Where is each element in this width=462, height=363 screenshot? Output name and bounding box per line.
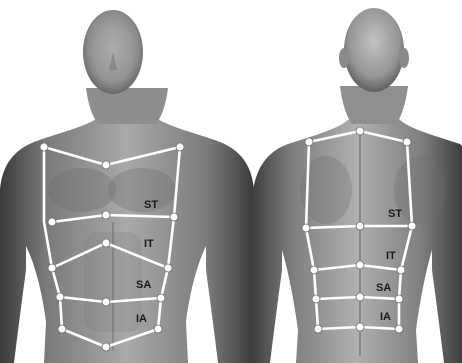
back-zone-label-ia: IA <box>380 311 391 323</box>
front-marker <box>102 211 110 219</box>
back-marker <box>314 325 322 333</box>
back-marker <box>408 222 416 230</box>
back-zone-label-sa: SA <box>376 282 391 294</box>
back-ear-left <box>339 48 349 68</box>
front-marker <box>48 218 56 226</box>
back-zone-label-st: ST <box>388 208 402 220</box>
front-marker <box>102 343 110 351</box>
front-marker <box>56 293 64 301</box>
front-marker <box>170 213 178 221</box>
back-ear-right <box>399 48 409 68</box>
front-marker <box>40 143 48 151</box>
front-marker <box>154 325 162 333</box>
front-zone-label-ia: IA <box>136 313 147 325</box>
front-zone-label-it: IT <box>144 238 154 250</box>
back-marker <box>302 224 310 232</box>
posterior-view: ST IT SA IA <box>252 8 462 363</box>
back-marker <box>395 325 403 333</box>
back-marker <box>395 295 403 303</box>
back-marker <box>356 127 364 135</box>
front-marker <box>48 264 56 272</box>
back-marker <box>312 295 320 303</box>
back-marker <box>356 261 364 269</box>
front-marker <box>58 325 66 333</box>
front-neck <box>86 88 168 124</box>
front-marker <box>157 294 165 302</box>
front-marker <box>176 143 184 151</box>
back-marker <box>403 138 411 146</box>
front-marker <box>102 161 110 169</box>
back-marker <box>310 266 318 274</box>
front-zone-label-st: ST <box>144 199 158 211</box>
back-marker <box>356 222 364 230</box>
back-zone-label-it: IT <box>386 250 396 262</box>
anterior-view: ST IT SA IA <box>0 10 254 363</box>
front-marker <box>164 264 172 272</box>
back-marker <box>397 266 405 274</box>
back-marker <box>305 138 313 146</box>
back-head <box>344 8 404 92</box>
back-marker <box>356 323 364 331</box>
front-marker <box>102 239 110 247</box>
front-zone-label-sa: SA <box>136 279 151 291</box>
front-marker <box>102 298 110 306</box>
front-pectoral-left <box>48 168 116 212</box>
back-marker <box>356 293 364 301</box>
front-pectoral-right <box>108 168 176 212</box>
